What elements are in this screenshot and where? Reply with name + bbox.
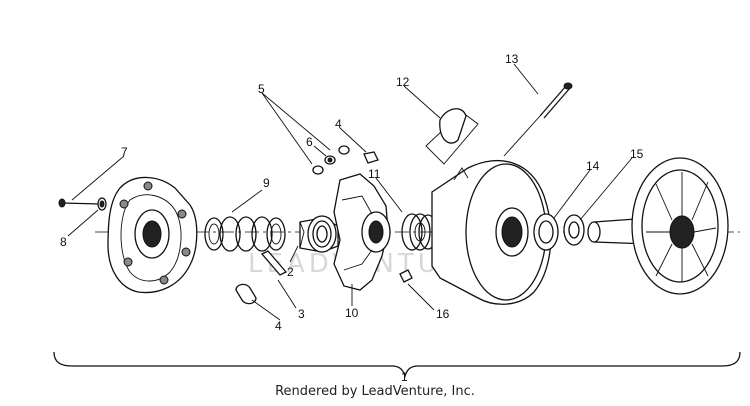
assembly-brace [53, 351, 741, 379]
bushing-part [533, 213, 559, 251]
movable-sheave-part [431, 160, 552, 305]
callout-5: 5 [258, 82, 265, 96]
callout-13: 13 [505, 52, 519, 66]
callout-3: 3 [298, 307, 305, 321]
cam-arm-part [333, 173, 391, 291]
callout-2: 2 [287, 265, 294, 279]
washers-part [312, 145, 379, 175]
callout-12: 12 [396, 75, 410, 89]
callout-6: 6 [306, 135, 313, 149]
callout-1: 1 [401, 370, 408, 384]
fixed-sheave-part [587, 157, 729, 295]
callout-8: 8 [60, 235, 67, 249]
spacer-washer-part [563, 214, 585, 246]
cover-plate-part [107, 176, 198, 294]
callout-9: 9 [263, 176, 270, 190]
callout-4-upper: 4 [335, 117, 342, 131]
decal-part [425, 108, 479, 165]
callout-7: 7 [121, 145, 128, 159]
leader-lines [67, 63, 633, 321]
long-bolt-part [503, 82, 573, 157]
callout-16: 16 [436, 307, 450, 321]
callout-10: 10 [345, 306, 359, 320]
callout-4-lower: 4 [275, 319, 282, 333]
callout-14: 14 [586, 159, 600, 173]
nut-part [399, 269, 413, 283]
callout-15: 15 [630, 147, 644, 161]
spider-part [299, 215, 339, 253]
render-credit-caption: Rendered by LeadVenture, Inc. [275, 384, 475, 399]
spring-part [204, 216, 286, 252]
callout-11: 11 [368, 167, 381, 181]
bolt-part [58, 197, 107, 211]
pin-part [235, 250, 288, 305]
